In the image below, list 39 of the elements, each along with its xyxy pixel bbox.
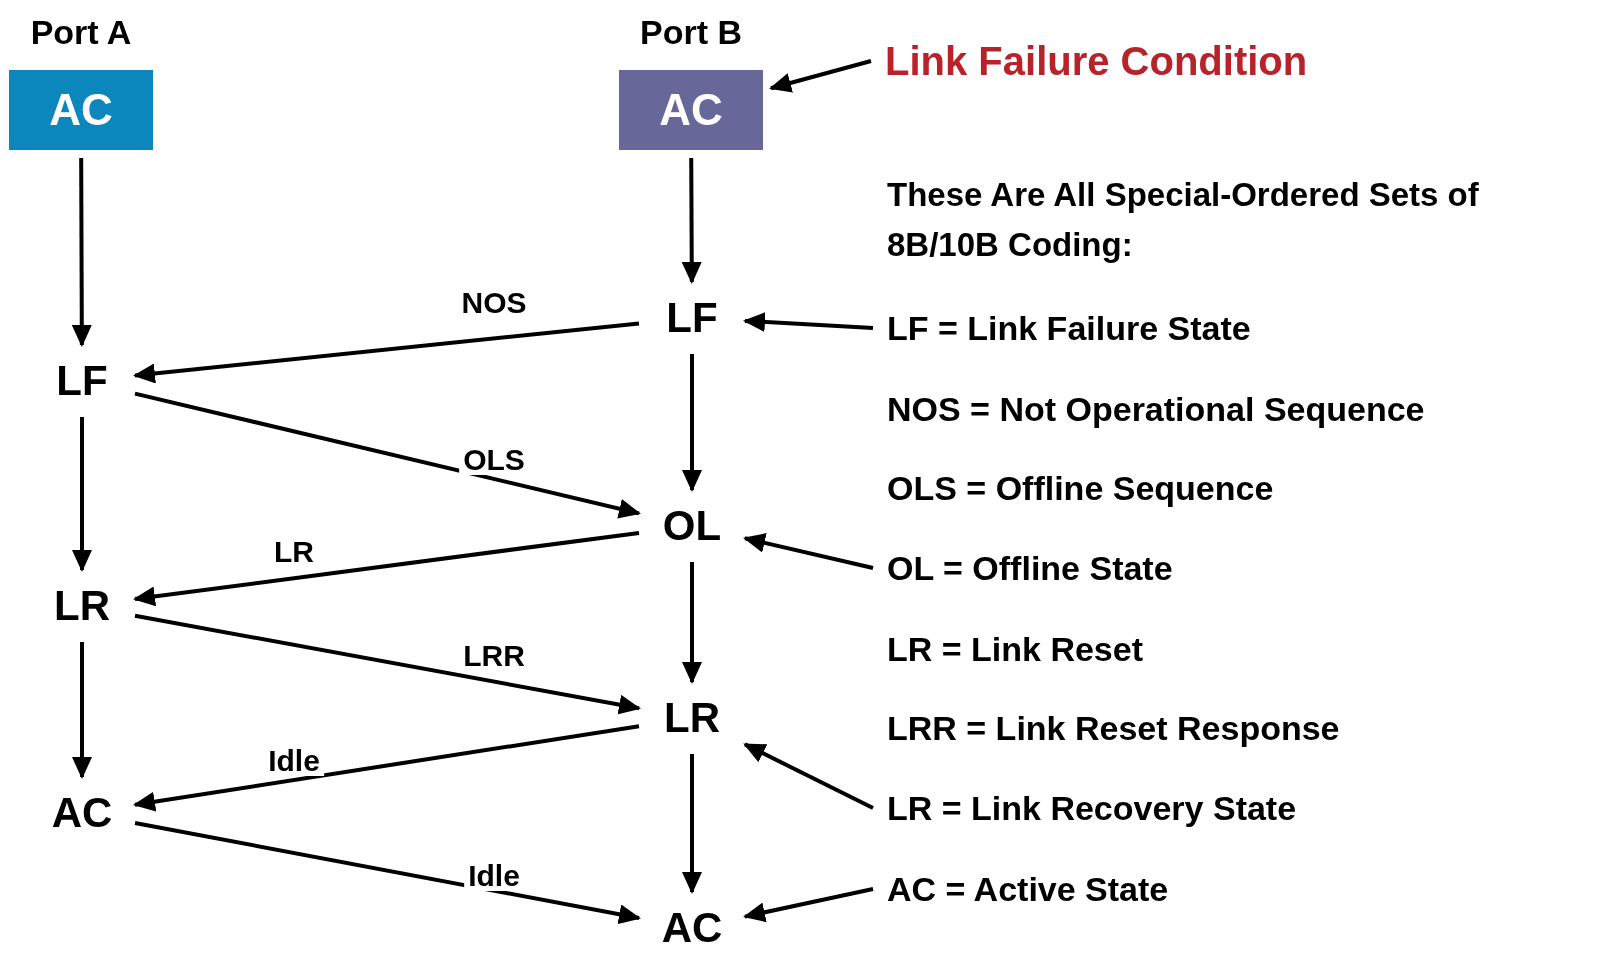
arrow xyxy=(682,754,702,894)
definition-text: OL = Offline State xyxy=(887,547,1173,589)
arrow xyxy=(133,530,640,607)
state-label: LF xyxy=(37,353,127,409)
arrow xyxy=(743,887,874,923)
definition-text: OLS = Offline Sequence xyxy=(887,468,1274,509)
arrow xyxy=(681,158,702,284)
definition-text: LF = Link Failure State xyxy=(887,307,1251,349)
arrow xyxy=(134,391,641,519)
state-label: LF xyxy=(647,290,737,346)
state-label: AC xyxy=(647,900,737,956)
state-label: LR xyxy=(647,690,737,746)
condition-title: Link Failure Condition xyxy=(885,37,1308,85)
definition-text: LR = Link Recovery State xyxy=(887,787,1297,829)
arrow xyxy=(133,724,640,812)
heading-text: These Are All Special-Ordered Sets of 8B/10B Coding: xyxy=(887,175,1480,265)
definition-text: LRR = Link Reset Response xyxy=(887,708,1340,749)
arrow xyxy=(72,417,92,572)
state-label: OL xyxy=(647,498,737,554)
arrow xyxy=(743,742,874,810)
arrow xyxy=(769,59,872,93)
state-label: AC xyxy=(37,785,127,841)
arrow xyxy=(71,158,92,347)
arrow xyxy=(134,821,641,925)
state-box: AC xyxy=(619,70,763,150)
arrow xyxy=(682,562,702,684)
arrow xyxy=(743,312,874,332)
arrow xyxy=(743,533,874,570)
port-heading: Port A xyxy=(30,12,132,53)
state-label: LR xyxy=(37,578,127,634)
definition-text: LR = Link Reset xyxy=(887,629,1143,670)
definition-text: AC = Active State xyxy=(887,868,1169,910)
arrow xyxy=(72,642,92,779)
definition-text: NOS = Not Operational Sequence xyxy=(887,389,1425,430)
arrow xyxy=(134,613,641,715)
arrow xyxy=(682,354,702,492)
state-box: AC xyxy=(9,70,153,150)
port-heading: Port B xyxy=(640,12,742,53)
arrow xyxy=(133,321,640,384)
